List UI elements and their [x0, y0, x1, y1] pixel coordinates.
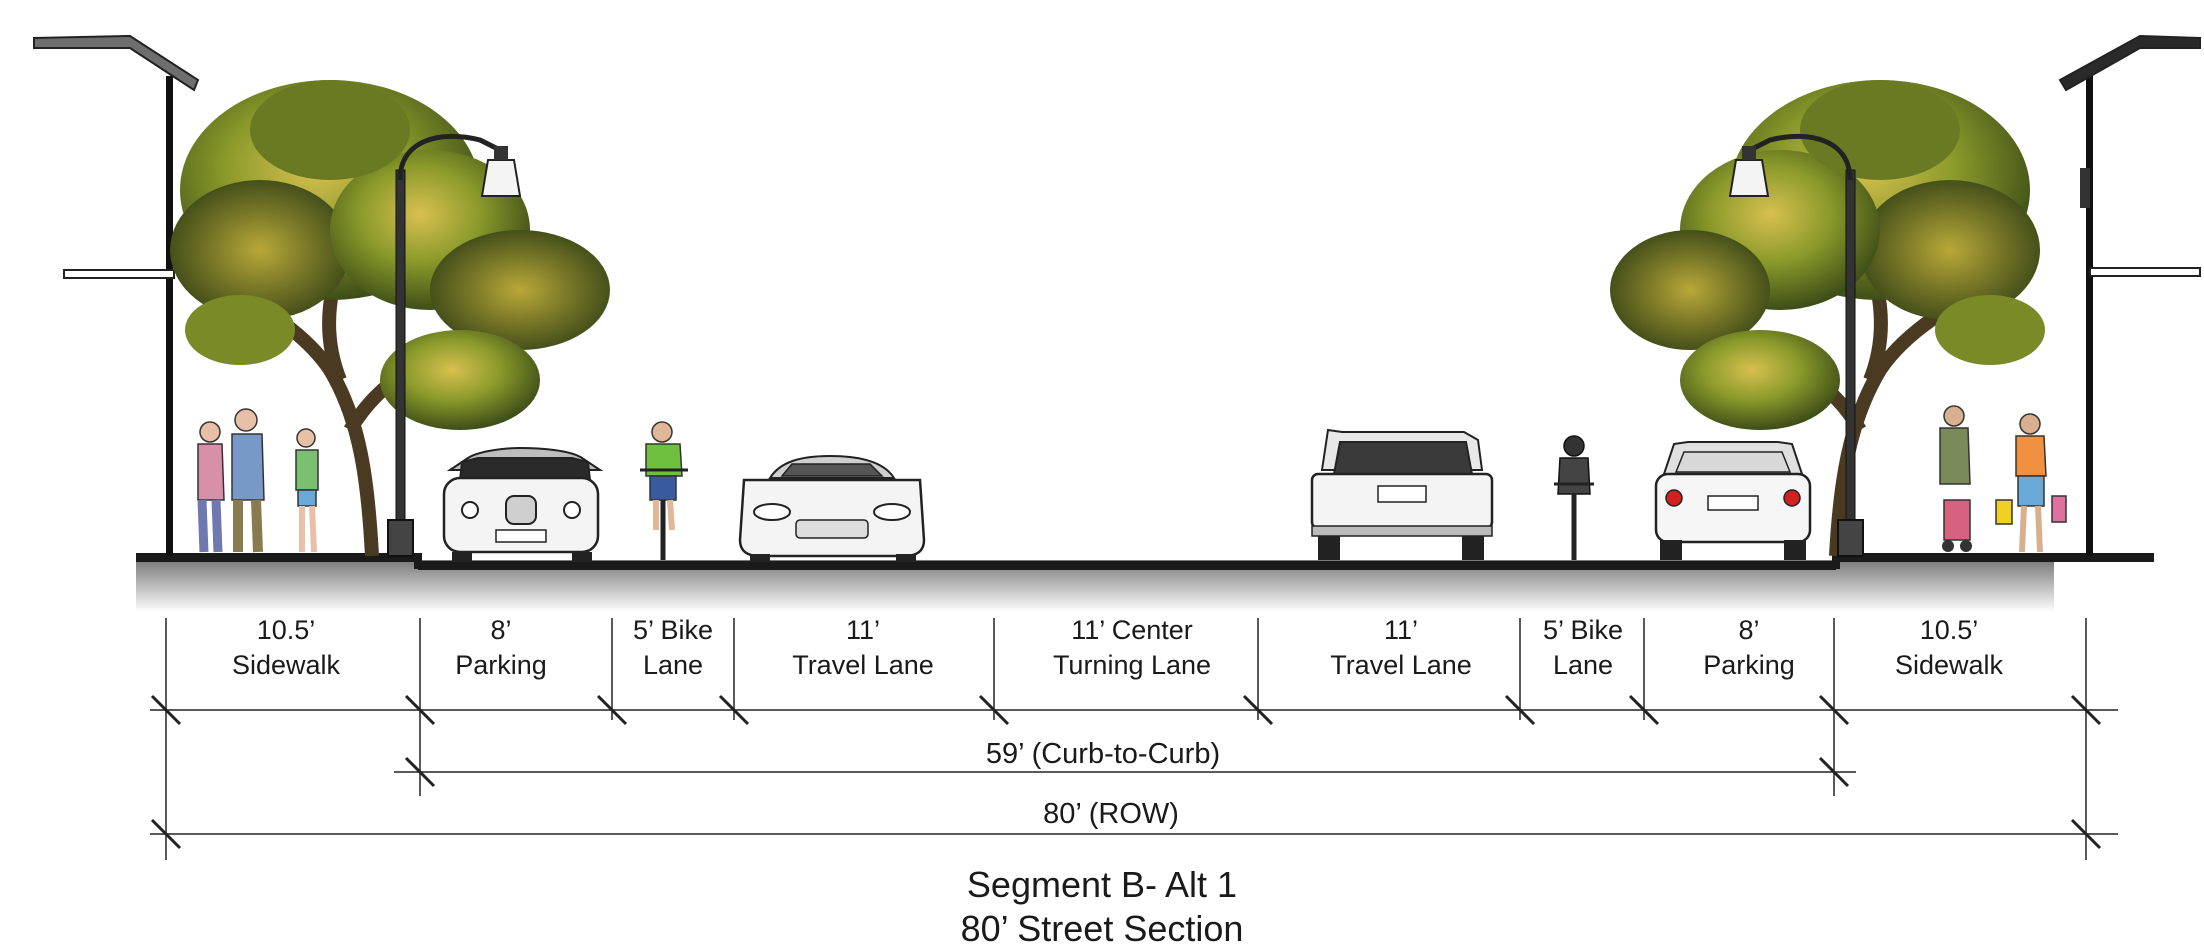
segment-width: 10.5’ — [256, 615, 316, 645]
segment-width: 11’ Center — [1071, 615, 1193, 645]
segment-label-travel-lane-right: 11’ Travel Lane — [1306, 613, 1496, 683]
road-surface — [418, 561, 1836, 570]
segment-tick — [596, 694, 628, 726]
segment-label-parking-left: 8’ Parking — [441, 613, 561, 683]
segment-width: 8’ — [490, 615, 512, 645]
segment-name: Sidewalk — [231, 650, 341, 680]
segment-name: Travel Lane — [792, 650, 934, 680]
segment-label-bike-lane-left: 5’ Bike Lane — [613, 613, 733, 683]
segment-name: Parking — [1703, 650, 1795, 680]
segment-tick — [1628, 694, 1660, 726]
dimension-ticks — [150, 618, 2102, 860]
left-cyclist — [640, 421, 688, 560]
segment-name: Turning Lane — [1052, 650, 1212, 680]
left-pedestrians — [197, 408, 319, 553]
dimension-lines — [150, 709, 2118, 835]
curb-to-curb-label: 59’ (Curb-to-Curb) — [985, 738, 1221, 770]
row-label: 80’ (ROW) — [1043, 798, 1179, 830]
segment-tick — [1818, 694, 1850, 726]
section-title: Segment B- Alt 1 — [966, 864, 1238, 905]
segment-label-bike-lane-right: 5’ Bike Lane — [1523, 613, 1643, 683]
right-ornamental-lamppost — [1728, 133, 1864, 557]
right-curb — [1832, 553, 1840, 569]
right-travel-suv — [1310, 428, 1494, 560]
segment-name: Lane — [1552, 650, 1614, 680]
right-cobra-streetlight — [2058, 34, 2201, 556]
section-subtitle: 80’ Street Section — [960, 908, 1244, 949]
left-ornamental-lamppost — [387, 133, 522, 557]
right-pedestrians — [1939, 405, 2067, 553]
row-tick — [150, 818, 182, 850]
segment-width: 11’ — [845, 615, 881, 645]
segment-tick — [1504, 694, 1536, 726]
segment-width: 11’ — [1383, 615, 1419, 645]
left-cobra-streetlight — [33, 34, 200, 556]
segment-width: 8’ — [1738, 615, 1760, 645]
segment-width: 5’ Bike — [1542, 615, 1624, 645]
segment-label-sidewalk-left: 10.5’ Sidewalk — [206, 613, 366, 683]
segment-label-center-turning-lane: 11’ Center Turning Lane — [1032, 613, 1232, 683]
segment-label-sidewalk-right: 10.5’ Sidewalk — [1869, 613, 2029, 683]
segment-width: 5’ Bike — [632, 615, 714, 645]
curb-to-curb-tick — [1818, 756, 1850, 788]
segment-name: Travel Lane — [1330, 650, 1472, 680]
segment-width: 10.5’ — [1919, 615, 1979, 645]
segment-name: Parking — [455, 650, 547, 680]
left-sidewalk — [136, 553, 420, 562]
segment-tick — [718, 694, 750, 726]
segment-name: Sidewalk — [1894, 650, 2004, 680]
segment-tick — [404, 694, 436, 726]
segment-tick — [978, 694, 1010, 726]
segment-name: Lane — [642, 650, 704, 680]
segment-tick — [150, 694, 182, 726]
segment-tick — [1242, 694, 1274, 726]
left-travel-car — [738, 454, 926, 562]
segment-tick — [2070, 694, 2102, 726]
row-tick — [2070, 818, 2102, 850]
left-curb — [414, 553, 422, 569]
right-cyclist — [1554, 435, 1594, 560]
left-parked-car — [442, 446, 604, 562]
right-parked-car — [1654, 441, 1812, 560]
segment-label-travel-lane-left: 11’ Travel Lane — [768, 613, 958, 683]
segment-label-parking-right: 8’ Parking — [1689, 613, 1809, 683]
right-sidewalk — [1834, 553, 2154, 562]
curb-to-curb-tick — [404, 756, 436, 788]
